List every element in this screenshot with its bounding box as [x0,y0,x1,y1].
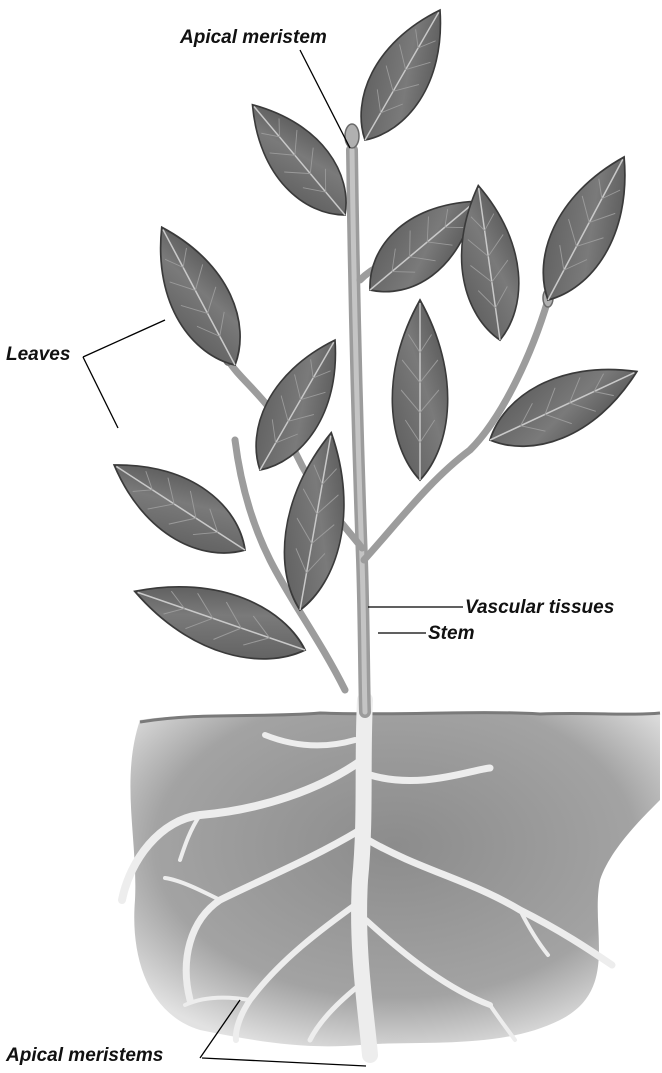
leaves-group [98,0,649,677]
soil [130,712,660,1046]
main-stem [352,150,365,712]
leader-leaves-upper [83,320,165,357]
label-apical-meristems: Apical meristems [6,1046,163,1065]
label-apical-meristem: Apical meristem [180,28,327,47]
label-stem: Stem [428,624,474,643]
label-leaves: Leaves [6,345,70,364]
leader-apical-meristems-right [202,1058,366,1066]
label-vascular-tissues: Vascular tissues [465,598,614,617]
leader-leaves-lower [83,357,118,428]
